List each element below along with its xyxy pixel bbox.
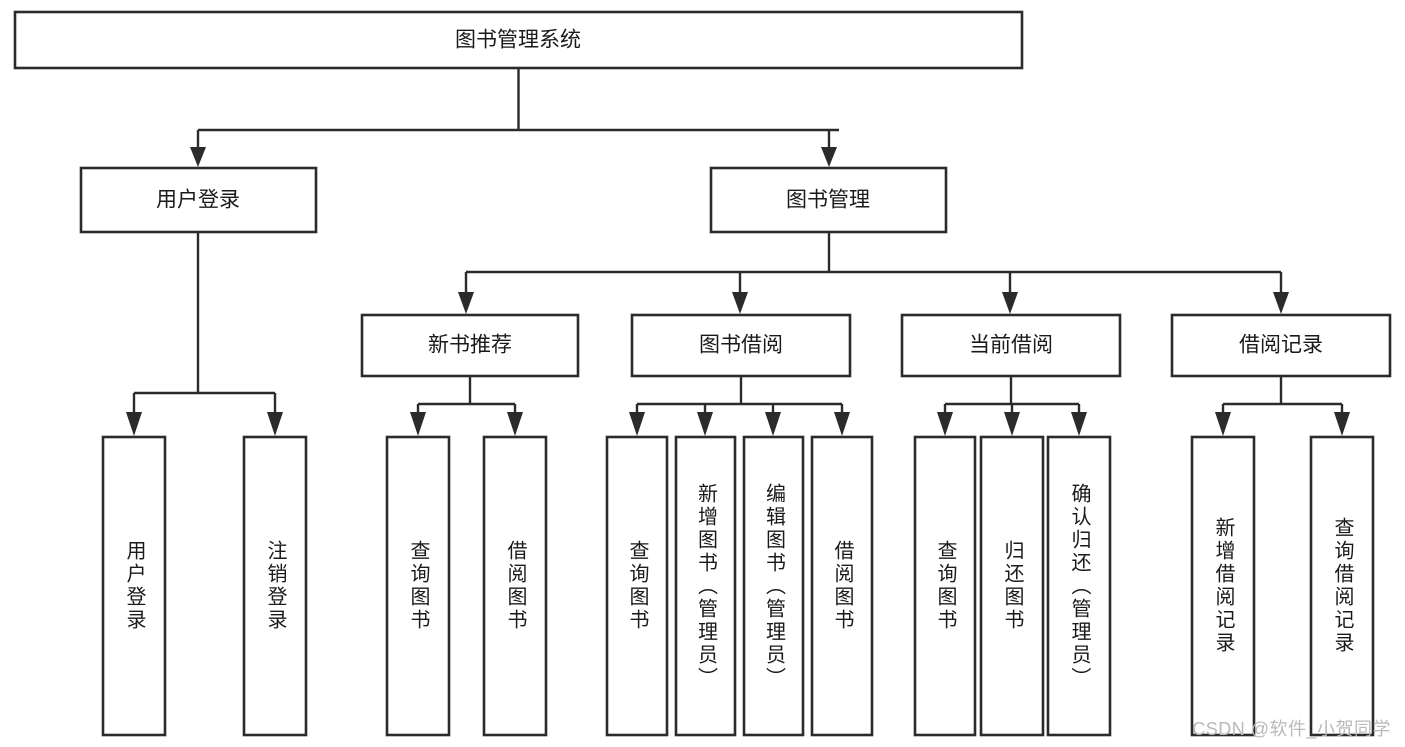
arrow-head-icon (126, 412, 142, 436)
arrow-head-icon (765, 412, 781, 436)
leaf-node-add-book-admin[interactable] (674, 435, 737, 737)
connector-root-to-level2 (190, 68, 839, 167)
connector-records-to-leaves (1215, 376, 1350, 436)
node-root-system-label: 图书管理系统 (455, 29, 581, 52)
arrow-head-icon (1004, 412, 1020, 436)
node-current-borrow[interactable]: 当前借阅 (900, 313, 1122, 378)
arrow-head-icon (697, 412, 713, 436)
leaf-node-borrow-book-b[interactable] (810, 435, 874, 737)
arrow-head-icon (410, 412, 426, 436)
node-borrow-records-label: 借阅记录 (1239, 334, 1323, 357)
leaf-node-edit-book-admin[interactable] (742, 435, 805, 737)
node-new-book-recommend-label: 新书推荐 (428, 334, 512, 357)
node-book-borrow[interactable]: 图书借阅 (630, 313, 852, 378)
connector-books-to-level3 (458, 232, 1289, 314)
node-user-login[interactable]: 用户登录 (79, 166, 318, 234)
leaf-node-user-login[interactable] (101, 435, 167, 737)
connector-current-to-leaves (937, 376, 1087, 436)
node-book-management-label: 图书管理 (786, 189, 870, 212)
leaf-node-query-book-c[interactable] (913, 435, 977, 737)
arrow-head-icon (1215, 412, 1231, 436)
arrow-head-icon (267, 412, 283, 436)
connector-newbooks-to-leaves (410, 376, 523, 436)
leaf-node-query-book-a[interactable] (385, 435, 451, 737)
arrow-head-icon (937, 412, 953, 436)
arrow-head-icon (1071, 412, 1087, 436)
node-book-borrow-label: 图书借阅 (699, 334, 783, 357)
watermark-text: CSDN @软件_小贺同学 (1192, 719, 1391, 739)
leaf-node-confirm-return-admin[interactable] (1046, 435, 1112, 737)
leaf-node-query-book-b[interactable] (605, 435, 669, 737)
arrow-head-icon (821, 147, 837, 167)
arrow-head-icon (458, 292, 474, 314)
leaf-node-query-record[interactable] (1309, 435, 1375, 737)
arrow-head-icon (1002, 292, 1018, 314)
arrow-head-icon (834, 412, 850, 436)
connector-login-to-leaves (126, 232, 283, 436)
leaf-node-borrow-book-a[interactable] (482, 435, 548, 737)
node-book-management[interactable]: 图书管理 (709, 166, 948, 234)
arrow-head-icon (1273, 292, 1289, 314)
leaf-node-add-record[interactable] (1190, 435, 1256, 737)
arrow-head-icon (507, 412, 523, 436)
arrow-head-icon (1334, 412, 1350, 436)
node-current-borrow-label: 当前借阅 (969, 334, 1053, 357)
arrow-head-icon (190, 147, 206, 167)
leaf-node-logout[interactable] (242, 435, 308, 737)
node-new-book-recommend[interactable]: 新书推荐 (360, 313, 580, 378)
leaf-node-return-book[interactable] (979, 435, 1045, 737)
node-borrow-records[interactable]: 借阅记录 (1170, 313, 1392, 378)
arrow-head-icon (732, 292, 748, 314)
node-user-login-label: 用户登录 (156, 189, 240, 212)
arrow-head-icon (629, 412, 645, 436)
node-root-system[interactable]: 图书管理系统 (13, 10, 1024, 70)
connector-borrow-to-leaves (629, 376, 850, 436)
